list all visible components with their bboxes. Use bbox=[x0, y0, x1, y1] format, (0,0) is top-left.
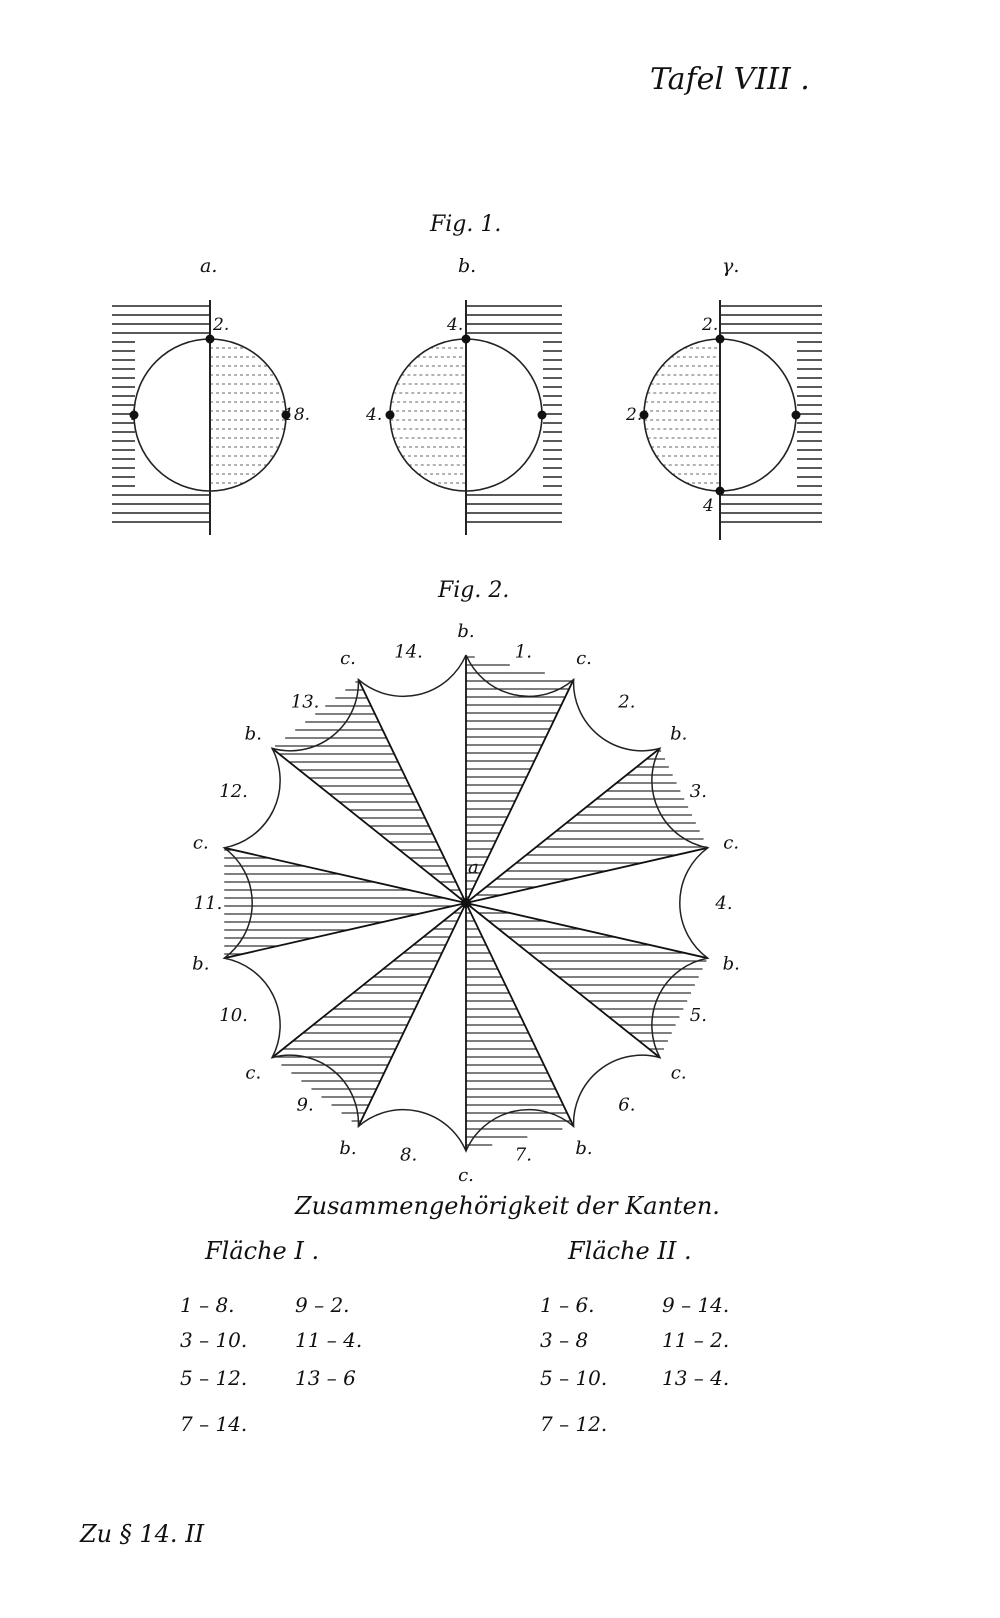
spoke-line bbox=[224, 846, 467, 904]
table-2-pair: 5 – 10. bbox=[540, 1366, 608, 1390]
edge-label: 13. bbox=[291, 691, 320, 712]
vertex-label: b. bbox=[723, 954, 740, 975]
point-dot bbox=[461, 334, 471, 344]
edge-label: 5. bbox=[690, 1005, 707, 1026]
edge-label: 9. bbox=[297, 1095, 314, 1116]
table-1-pair: 13 – 6 bbox=[295, 1366, 356, 1390]
vertex-label: c. bbox=[458, 1165, 474, 1186]
vertex-label: c. bbox=[576, 648, 592, 669]
vertex-label: c. bbox=[723, 833, 739, 854]
spoke-line bbox=[465, 902, 661, 1059]
vertex-label: b. bbox=[575, 1138, 592, 1159]
point-dot bbox=[715, 334, 725, 344]
fig1-panel-c-label: γ. bbox=[722, 255, 740, 277]
spoke-line bbox=[224, 902, 467, 960]
table-1-pair: 9 – 2. bbox=[295, 1293, 350, 1317]
fig2-title: Fig. 2. bbox=[438, 578, 510, 603]
fig1-title: Fig. 1. bbox=[430, 212, 502, 237]
fig1-c-point-bottom: 4 bbox=[703, 496, 714, 516]
point-dot bbox=[791, 410, 801, 420]
fig2-labels: b. 1. c. 2. b. 3. c. 4. b. 5. c. 6. b. 7. c. 8. b. 9. c. 10… bbox=[192, 621, 740, 1186]
fig1-b-point-top: 4. bbox=[447, 315, 464, 335]
caption: Zusammengehörigkeit der Kanten. bbox=[295, 1192, 720, 1220]
edge-label: 2. bbox=[617, 691, 635, 712]
center-dot bbox=[461, 898, 471, 908]
fig1-panel-a-label: a. bbox=[200, 255, 218, 277]
vertex-label: b. bbox=[339, 1138, 356, 1159]
edge-label: 8. bbox=[400, 1145, 417, 1166]
point-dot bbox=[715, 486, 725, 496]
point-dot bbox=[281, 410, 291, 420]
edge-label: 10. bbox=[219, 1005, 248, 1026]
vertex-label: b. bbox=[192, 954, 209, 975]
footer-reference: Zu § 14. II bbox=[80, 1520, 205, 1548]
vertex-label: c. bbox=[340, 648, 356, 669]
spoke-line bbox=[465, 747, 661, 904]
vertex-label: b. bbox=[457, 621, 474, 642]
table-2-pair: 1 – 6. bbox=[540, 1293, 595, 1317]
vertex-label: c. bbox=[671, 1063, 687, 1084]
spoke-line bbox=[465, 902, 708, 960]
spoke-line bbox=[465, 846, 708, 904]
table-1-pair: 1 – 8. bbox=[180, 1293, 235, 1317]
spoke-line bbox=[357, 679, 467, 904]
table-1-pair: 7 – 14. bbox=[180, 1412, 248, 1436]
center-label: a bbox=[468, 857, 479, 878]
fig1-c-point-top: 2. bbox=[702, 315, 719, 335]
circle-mask bbox=[466, 339, 543, 491]
point-dot bbox=[205, 334, 215, 344]
spoke-line bbox=[271, 902, 467, 1059]
plate-title: Tafel VIII . bbox=[650, 62, 810, 97]
circle-mask bbox=[135, 339, 210, 491]
spoke-line bbox=[271, 747, 467, 904]
fig1-a-point-right: 18. bbox=[283, 405, 311, 425]
edge-label: 6. bbox=[618, 1095, 635, 1116]
fig1-a-point-top: 2. bbox=[213, 315, 230, 335]
table-1-pair: 5 – 12. bbox=[180, 1366, 248, 1390]
table-2-pair: 11 – 2. bbox=[662, 1328, 730, 1352]
circle-mask bbox=[720, 339, 797, 491]
table-2-heading: Fläche II . bbox=[568, 1237, 692, 1265]
table-2-pair: 3 – 8 bbox=[540, 1328, 589, 1352]
table-1-pair: 3 – 10. bbox=[180, 1328, 248, 1352]
table-1-heading: Fläche I . bbox=[205, 1237, 320, 1265]
vertex-label: c. bbox=[193, 833, 209, 854]
vertex-label: c. bbox=[245, 1063, 261, 1084]
point-dot bbox=[129, 410, 139, 420]
point-dot bbox=[639, 410, 649, 420]
spoke-line bbox=[465, 679, 575, 904]
table-2-pair: 7 – 12. bbox=[540, 1412, 608, 1436]
spoke-line bbox=[357, 902, 467, 1127]
vertex-label: b. bbox=[670, 723, 687, 744]
edge-label: 7. bbox=[515, 1145, 532, 1166]
edge-label: 1. bbox=[515, 642, 532, 663]
edge-label: 4. bbox=[714, 893, 732, 914]
point-dot bbox=[385, 410, 395, 420]
table-2-pair: 9 – 14. bbox=[662, 1293, 730, 1317]
fig1-drawing bbox=[112, 300, 822, 540]
vertex-label: b. bbox=[245, 723, 262, 744]
table-1-pair: 11 – 4. bbox=[295, 1328, 363, 1352]
spoke-line bbox=[465, 902, 575, 1127]
edge-label: 14. bbox=[394, 642, 423, 663]
star-outline bbox=[222, 654, 710, 1153]
point-dot bbox=[537, 410, 547, 420]
fig2-drawing bbox=[222, 654, 710, 1153]
fig1-c-point-left: 2. bbox=[626, 405, 643, 425]
fig1-b-point-left: 4. bbox=[366, 405, 383, 425]
edge-label: 11. bbox=[194, 893, 223, 914]
edge-label: 12. bbox=[219, 781, 248, 802]
table-2-pair: 13 – 4. bbox=[662, 1366, 730, 1390]
fig1-panel-b-label: b. bbox=[458, 255, 477, 277]
edge-label: 3. bbox=[690, 781, 707, 802]
